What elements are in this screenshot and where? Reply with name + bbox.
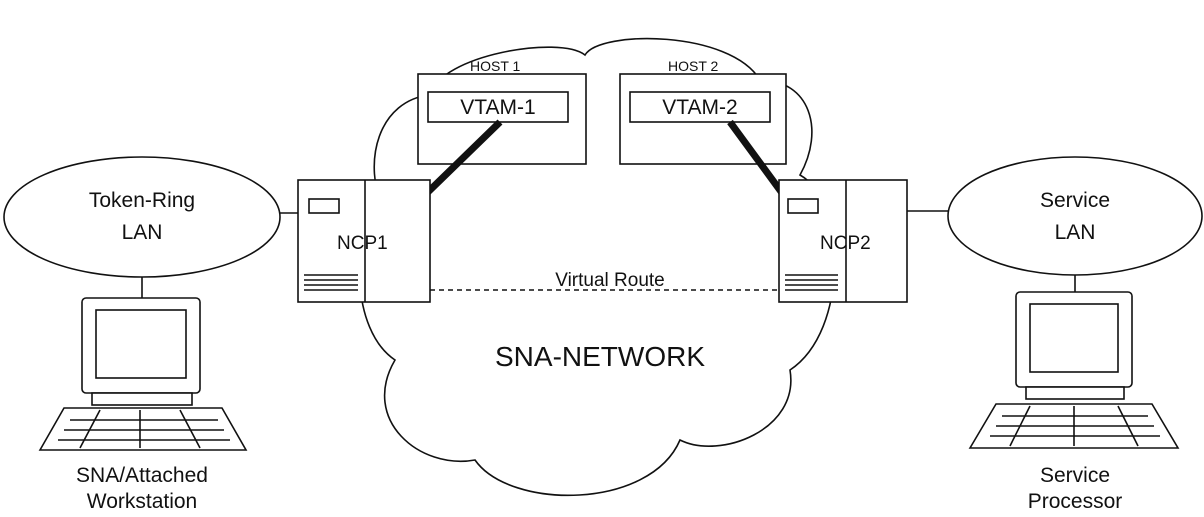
token-ring-lan-label-line1: Token-Ring — [89, 189, 195, 212]
vtam-1-label: VTAM-1 — [460, 96, 535, 119]
ncp1-cabinet — [297, 179, 431, 303]
workstation-label-line1: SNA/Attached — [76, 464, 208, 487]
vtam-2-box — [629, 91, 771, 123]
token-ring-lan-label-line2: LAN — [122, 221, 163, 244]
service-lan-label-line1: Service — [1040, 189, 1110, 212]
workstation-label-line2: Workstation — [87, 490, 198, 513]
service-processor-icon — [968, 291, 1180, 449]
ncp2-cabinet — [778, 179, 908, 303]
service-lan-ellipse — [947, 156, 1203, 276]
channel-link-1 — [425, 119, 503, 195]
host-1-label: HOST 1 — [470, 58, 521, 74]
sna-network-label: SNA-NETWORK — [495, 341, 705, 372]
host-2-label: HOST 2 — [668, 58, 719, 74]
service-processor-label-line2: Processor — [1028, 490, 1123, 513]
virtual-route-label: Virtual Route — [555, 270, 665, 291]
vtam-1-box — [427, 91, 569, 123]
ncp1-label: NCP1 — [337, 233, 388, 254]
ncp2-label: NCP2 — [820, 233, 871, 254]
channel-link-2 — [727, 119, 788, 200]
token-ring-lan-ellipse — [3, 156, 281, 278]
vtam-2-label: VTAM-2 — [662, 96, 737, 119]
service-processor-label-line1: Service — [1040, 464, 1110, 487]
service-lan-label-line2: LAN — [1055, 221, 1096, 244]
workstation-icon — [38, 297, 248, 451]
